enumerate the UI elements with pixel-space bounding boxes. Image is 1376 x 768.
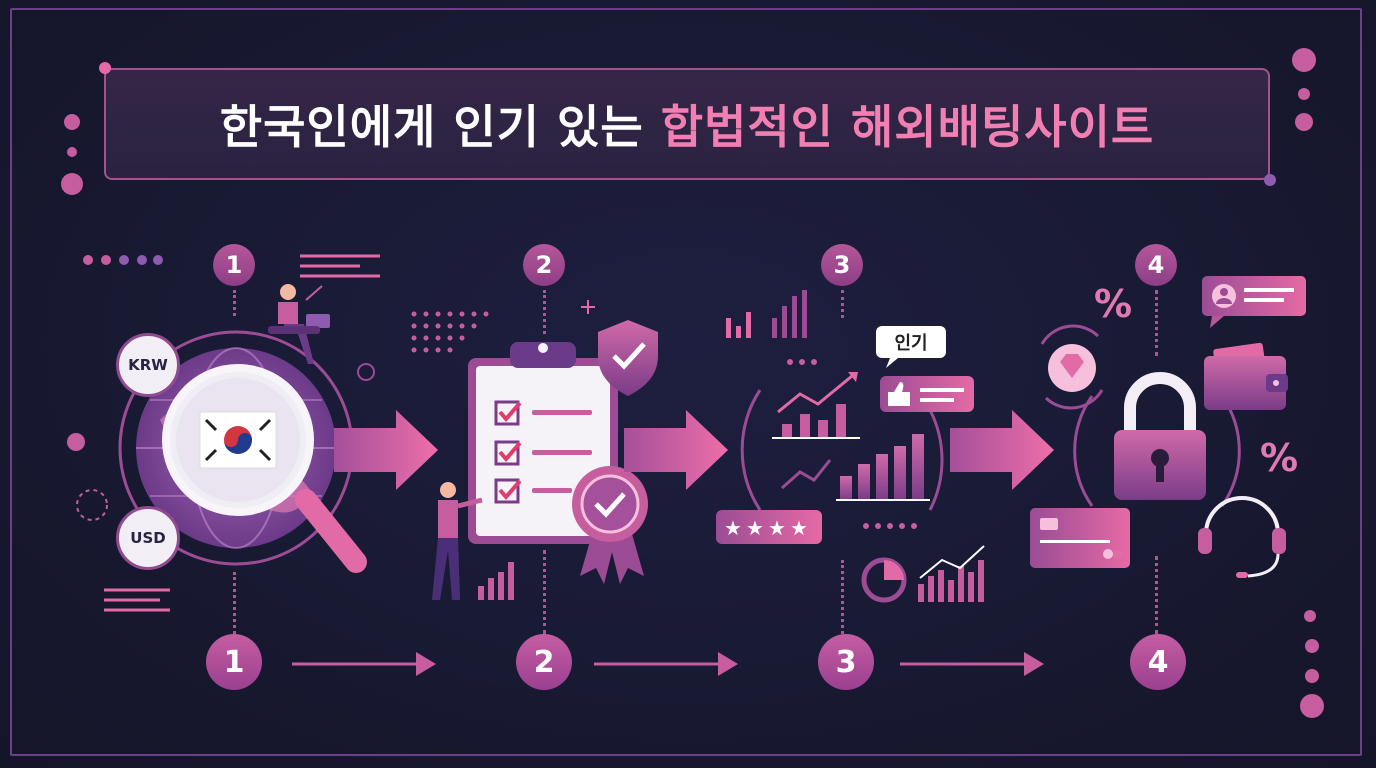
title-white-part: 한국인에게 인기 있는: [219, 100, 661, 154]
svg-text:★: ★: [768, 516, 786, 540]
bottom-flow-arrows: [292, 652, 1044, 676]
connector-line: [1155, 290, 1158, 356]
usd-coin: USD: [116, 506, 180, 570]
step1-illustration: [104, 254, 380, 612]
page-title: 한국인에게 인기 있는 합법적인 해외배팅사이트: [220, 91, 1154, 157]
connector-line: [233, 290, 236, 316]
flow-arrow: [624, 410, 728, 490]
title-corner-dot: [1264, 174, 1276, 186]
step-number-top: 1: [213, 244, 255, 286]
title-box: 한국인에게 인기 있는 합법적인 해외배팅사이트: [104, 68, 1270, 180]
step4-illustration: [1030, 276, 1306, 578]
title-pink-part: 합법적인 해외배팅사이트: [660, 100, 1155, 154]
outer-frame: [10, 8, 1362, 756]
title-corner-dot: [99, 62, 111, 74]
step-number-bottom: 1: [206, 634, 262, 690]
step-number-bottom: 2: [516, 634, 572, 690]
connector-line: [841, 560, 844, 634]
percent-icon: %: [1260, 436, 1299, 480]
step-number-bottom: 3: [818, 634, 874, 690]
step-number-bottom: 4: [1130, 634, 1186, 690]
svg-text:★: ★: [746, 516, 764, 540]
connector-line: [1155, 556, 1158, 634]
flow-arrow: [334, 410, 438, 490]
connector-line: [233, 572, 236, 634]
connector-line: [543, 290, 546, 334]
connector-line: [841, 290, 844, 318]
krw-coin: KRW: [116, 333, 180, 397]
decor-dots: [61, 48, 1324, 718]
svg-text:★: ★: [724, 516, 742, 540]
popular-badge: 인기: [894, 333, 928, 354]
svg-text:★: ★: [790, 516, 808, 540]
flow-arrow: [950, 410, 1054, 490]
step-number-top: 2: [523, 244, 565, 286]
step-number-top: 4: [1135, 244, 1177, 286]
connector-line: [543, 550, 546, 634]
step3-illustration: ★★★★: [716, 290, 985, 603]
step-number-top: 3: [821, 244, 863, 286]
percent-icon: %: [1094, 282, 1133, 326]
step2-illustration: [411, 300, 658, 600]
